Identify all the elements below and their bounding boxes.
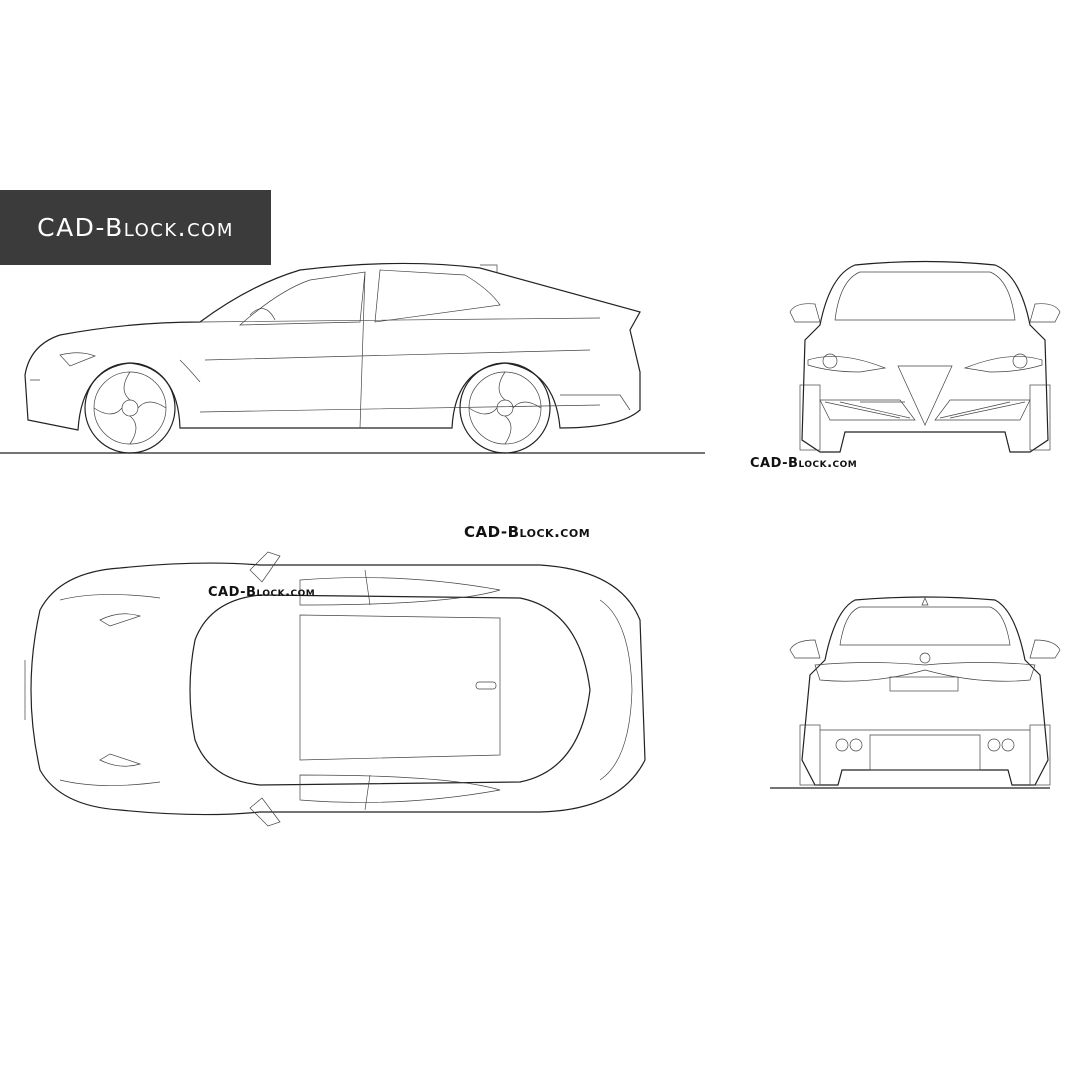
watermark-top-view-body: CAD-Block.com: [208, 585, 316, 600]
car-front-view: [789, 260, 1061, 453]
brand-banner: CAD-Block.com: [0, 190, 271, 265]
car-rear-view: [770, 596, 1061, 789]
car-side-view: [0, 262, 705, 454]
watermark-front-view: CAD-Block.com: [750, 456, 858, 471]
car-top-view: [24, 551, 646, 827]
watermark-top-view-upper: CAD-Block.com: [464, 523, 591, 541]
brand-banner-text: CAD-Block.com: [37, 213, 234, 242]
